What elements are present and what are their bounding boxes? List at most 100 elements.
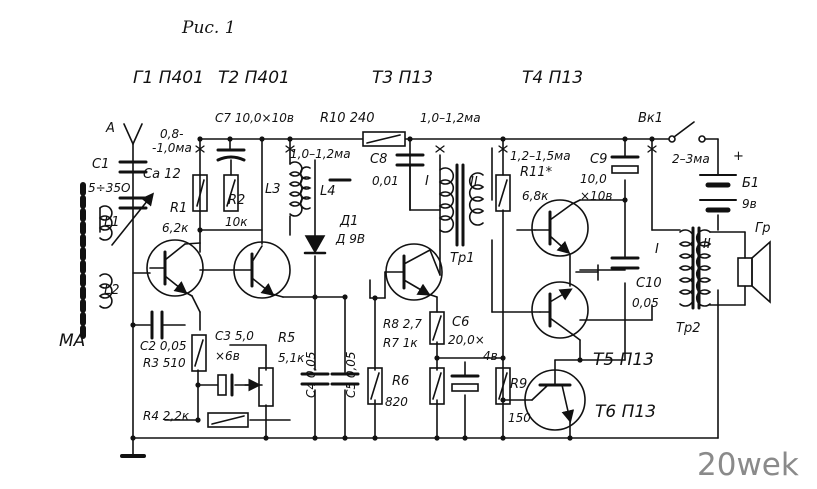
figure-caption: Рис. 1 [182, 18, 236, 38]
transistor-t1 [146, 239, 204, 297]
label-tr1: Тр1 [450, 251, 475, 266]
label-tr2-winding-two: II [703, 237, 711, 252]
label-t2: Т2 П401 [218, 68, 290, 88]
label-t3: Т3 П13 [372, 68, 434, 88]
label-battery-plus: + [733, 149, 744, 164]
label-r2-value: 10к [225, 215, 248, 229]
resistor-r4 [207, 412, 249, 428]
diode-d1 [303, 235, 327, 255]
label-c3: С3 5,0 [215, 329, 254, 343]
resistor-r11 [495, 174, 511, 212]
label-r6-value: 820 [385, 395, 408, 409]
label-r2: R2 [228, 193, 246, 208]
capacitor-c2 [150, 310, 186, 340]
label-r8: R8 2,7 [383, 317, 422, 331]
label-c5: С5 0,05 [344, 351, 358, 398]
transformer-tr2 [678, 226, 712, 310]
capacitor-c1 [111, 192, 154, 246]
resistor-r1 [192, 174, 208, 212]
label-r1-value: 6,2к [162, 221, 189, 235]
label-b1: Б1 [742, 176, 760, 191]
resistor-r8 [429, 311, 445, 345]
label-r7: R7 1к [383, 336, 418, 350]
label-c6-rating: 4в [483, 349, 498, 363]
label-r11: R11* [520, 165, 553, 180]
label-current1-b: -1,0ма [152, 141, 192, 155]
label-tr2-winding-one: I [655, 242, 659, 257]
resistor-r6 [367, 367, 383, 405]
label-c8: С8 [370, 152, 388, 167]
resistor-r10 [362, 131, 406, 147]
label-c3-rating: ×6в [215, 349, 240, 363]
label-r9-value: 150 [508, 411, 531, 425]
label-c2: С2 0,05 [140, 339, 187, 353]
potentiometer-r5 [234, 367, 274, 407]
label-b1-value: 9в [742, 197, 757, 211]
label-r5: R5 [278, 331, 296, 346]
coil-l1 [98, 205, 113, 241]
transistor-t2 [199, 241, 291, 299]
label-r3: R3 510 [143, 356, 186, 370]
label-c8-value: 0,01 [372, 174, 399, 188]
label-t6: Т6 П13 [595, 402, 657, 422]
capacitor-c6 [450, 374, 480, 392]
label-r1: R1 [170, 201, 188, 216]
capacitor-c3 [217, 373, 234, 397]
label-tr1-winding-two: II [470, 175, 478, 190]
transistor-t3 [384, 243, 443, 301]
label-l2: L2 [104, 283, 120, 298]
wiring [99, 138, 746, 457]
capacitor-c10 [610, 256, 640, 270]
label-l1: L1 [104, 215, 120, 230]
label-c9: С9 [590, 152, 608, 167]
label-current5: 2–3ма [672, 152, 710, 166]
label-t4: Т4 П13 [522, 68, 584, 88]
label-l4: L4 [320, 184, 336, 199]
label-c9-rating: ×10в [580, 189, 613, 203]
label-t1: Г1 П401 [133, 68, 204, 88]
resistor-r3 [191, 334, 207, 372]
label-c9-value: 10,0 [580, 172, 607, 186]
resistor-r7 [429, 367, 445, 405]
label-r11-value: 6,8к [522, 189, 549, 203]
label-tr2: Тр2 [676, 321, 701, 336]
antenna-symbol [123, 123, 143, 145]
capacitor-c7 [216, 148, 246, 176]
label-t5: Т5 П13 [593, 350, 655, 370]
label-c10-value: 0,05 [632, 296, 659, 310]
label-current1-a: 0,8- [160, 127, 184, 141]
label-antenna: А [106, 121, 115, 136]
junction-dots [130, 136, 655, 441]
label-c1-value: 5÷35О [88, 181, 131, 195]
label-c4: С4 0,05 [304, 351, 318, 398]
coil-l4 [299, 166, 352, 210]
capacitor-c8 [395, 153, 425, 211]
transformer-tr1 [438, 163, 485, 247]
capacitor-c4 [300, 372, 330, 386]
label-r5-value: 5,1к [278, 351, 305, 365]
watermark: 20wek [697, 447, 799, 483]
label-ma: МА [59, 331, 86, 351]
coil-l2 [98, 273, 113, 309]
label-c10: С10 [636, 276, 662, 291]
battery-b1 [699, 174, 737, 213]
label-r4: R4 2,2к [143, 409, 190, 423]
capacitor-ca [118, 160, 148, 174]
label-current3: 1,0–1,2ма [420, 111, 481, 125]
label-c6-value: 20,0× [448, 333, 485, 347]
label-c1: С1 [92, 157, 110, 172]
transistor-t6 [524, 359, 586, 431]
transistor-t4 [531, 199, 589, 257]
label-r9: R9 [510, 377, 528, 392]
label-ca: Са 12 [143, 167, 181, 182]
resistor-r9 [495, 367, 511, 405]
capacitor-c5 [330, 372, 360, 386]
coil-l3 [288, 161, 303, 217]
label-vk1: Вк1 [638, 111, 664, 126]
switch-vk1 [668, 121, 706, 143]
label-c7: С7 10,0×10в [215, 111, 294, 125]
label-r6: R6 [392, 374, 410, 389]
label-speaker: Гр [755, 221, 771, 236]
